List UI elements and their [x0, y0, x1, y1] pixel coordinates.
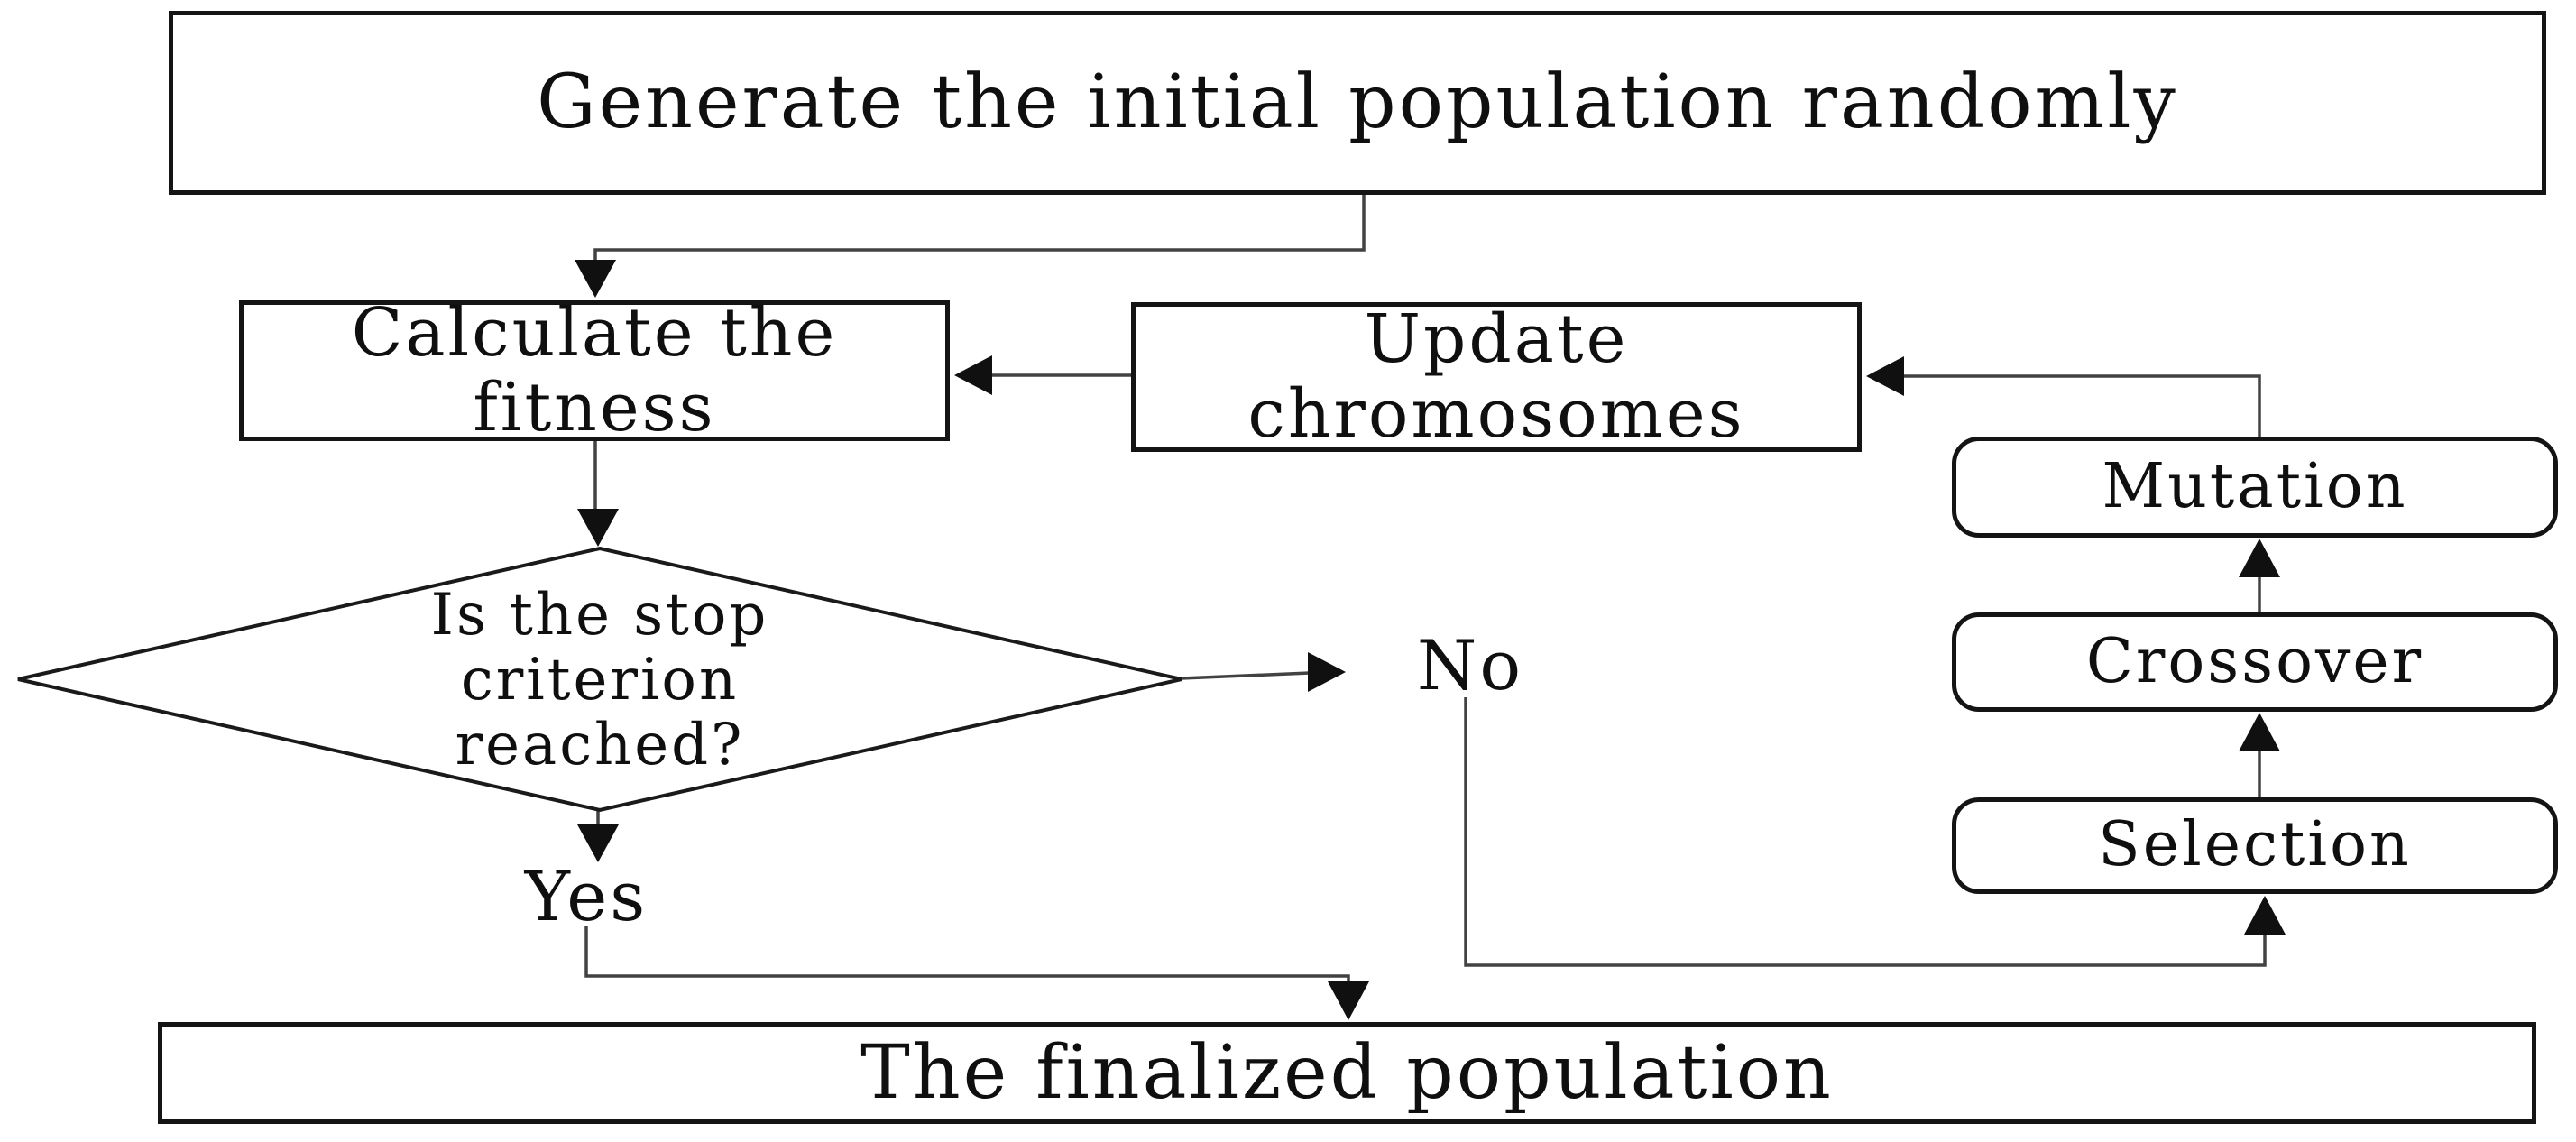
edge-yes-to-final: [584, 926, 1350, 983]
connector-lines: [584, 195, 2267, 983]
flowchart-node-finalized-population: The finalized population: [158, 1022, 2536, 1124]
arrowhead-into-selection-bottom: [2244, 896, 2286, 935]
arrowheads: [575, 260, 2286, 1020]
decision-diamond-shape: [17, 546, 1182, 813]
edge-no-to-selection: [1464, 697, 2267, 967]
flowchart-node-mutation: Mutation: [1952, 437, 2558, 538]
edge-mutation-to-update: [1902, 374, 2261, 437]
edge-label-no: No: [1416, 625, 1524, 706]
arrowhead-into-update-right: [1866, 356, 1904, 396]
edge-label-yes: Yes: [524, 856, 649, 937]
flowchart-node-generate-initial-population: Generate the initial population randomly: [169, 11, 2546, 195]
arrowhead-into-crossover-bottom: [2239, 713, 2280, 751]
flowchart-node-update-chromosomes: Update chromosomes: [1131, 302, 1862, 452]
arrowhead-into-diamond-top: [577, 509, 619, 547]
flowchart-node-selection: Selection: [1952, 797, 2558, 894]
flowchart-node-crossover: Crossover: [1952, 612, 2558, 712]
arrowhead-into-mutation-bottom: [2239, 539, 2280, 577]
arrowhead-into-final-top: [1328, 981, 1369, 1020]
arrowhead-into-calculate-right: [954, 355, 992, 395]
edge-decision-to-no: [1181, 671, 1311, 680]
flowchart-node-stop-criterion-decision-label: Is the stop criterion reached?: [430, 582, 769, 778]
edge-generate-to-calculate: [593, 195, 1366, 263]
flowchart-node-calculate-fitness: Calculate the fitness: [239, 296, 950, 445]
arrowhead-to-no-label: [1308, 652, 1346, 692]
arrowhead-into-calculate-top: [575, 260, 616, 298]
arrowhead-to-yes-label: [577, 824, 619, 862]
